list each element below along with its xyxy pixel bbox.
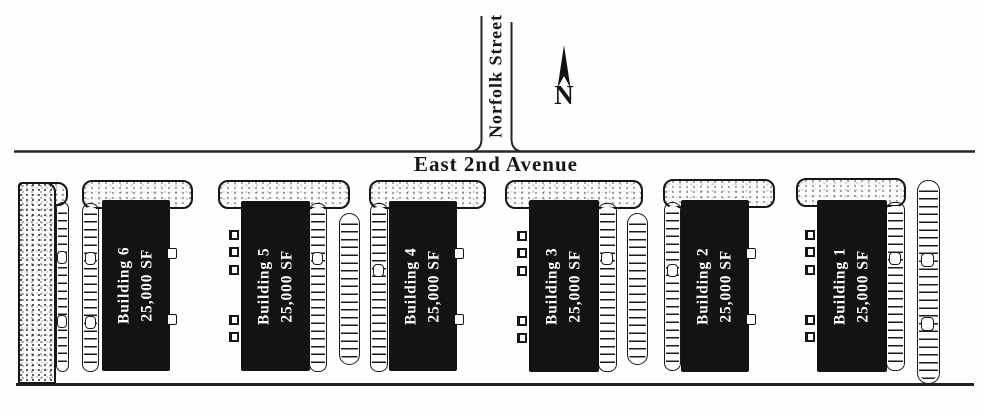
building-6-name: Building 6 xyxy=(115,246,133,325)
dock-marker xyxy=(229,332,239,342)
dock-marker xyxy=(805,315,815,325)
parking-island xyxy=(921,253,934,267)
dock-marker xyxy=(517,266,527,276)
norfolk-street-label: Norfolk Street xyxy=(485,13,506,139)
entry-tab xyxy=(454,248,464,259)
entry-tab xyxy=(746,248,756,259)
parking-island xyxy=(312,252,323,265)
building-3-area: 25,000 SF xyxy=(567,249,584,323)
parking-island xyxy=(85,252,96,265)
building-5-area: 25,000 SF xyxy=(278,249,296,323)
north-arrow-icon xyxy=(557,45,571,88)
dock-marker xyxy=(229,315,239,325)
building-3-label: Building 3 25,000 SF xyxy=(541,247,588,325)
building-2-name: Building 2 xyxy=(694,247,712,325)
norfolk-street-east-edge xyxy=(510,22,522,153)
building-1: Building 1 25,000 SF xyxy=(817,200,887,372)
building-4-label: Building 4 25,000 SF xyxy=(400,247,447,325)
building-5: Building 5 25,000 SF xyxy=(241,201,310,371)
building-2-label: Building 2 25,000 SF xyxy=(692,247,739,325)
building-4: Building 4 25,000 SF xyxy=(389,201,457,371)
parking-rack xyxy=(309,203,327,372)
parking-rack xyxy=(56,202,69,372)
building-1-name: Building 1 xyxy=(831,247,849,325)
building-1-area: 25,000 SF xyxy=(855,249,872,323)
parking-island xyxy=(921,317,934,331)
parking-rack xyxy=(886,202,905,371)
building-1-label: Building 1 25,000 SF xyxy=(829,247,876,325)
building-5-name: Building 5 xyxy=(255,247,273,325)
norfolk-street-west-edge xyxy=(471,16,483,153)
entry-tab xyxy=(454,314,464,325)
parking-island xyxy=(373,264,384,277)
undeveloped-parcel xyxy=(18,182,56,384)
parking-island xyxy=(667,264,678,277)
parking-island xyxy=(57,251,67,264)
parking-island-rack xyxy=(627,213,648,365)
building-6-area: 25,000 SF xyxy=(139,249,156,322)
building-6-label: Building 6 25,000 SF xyxy=(113,247,160,325)
parking-island xyxy=(85,316,96,329)
north-label: N xyxy=(554,80,574,110)
building-4-name: Building 4 xyxy=(402,247,420,325)
entry-tab xyxy=(167,314,177,325)
dock-marker xyxy=(229,247,239,257)
dock-marker xyxy=(517,231,527,241)
parking-island xyxy=(601,252,613,265)
parking-rack xyxy=(370,203,388,372)
parking-island-rack xyxy=(339,213,360,365)
dock-marker xyxy=(517,248,527,258)
building-3: Building 3 25,000 SF xyxy=(529,200,599,372)
entry-tab xyxy=(167,248,177,259)
building-5-label: Building 5 25,000 SF xyxy=(252,247,299,325)
building-4-area: 25,000 SF xyxy=(426,249,443,323)
building-2: Building 2 25,000 SF xyxy=(681,200,749,372)
parking-island xyxy=(57,315,67,328)
entry-tab xyxy=(746,314,756,325)
dock-marker xyxy=(229,230,239,240)
building-6: Building 6 25,000 SF xyxy=(102,200,170,371)
east-2nd-avenue-label: East 2nd Avenue xyxy=(414,152,578,176)
parking-rack xyxy=(82,203,99,372)
building-2-area: 25,000 SF xyxy=(718,249,735,323)
dock-marker xyxy=(805,332,815,342)
dock-marker xyxy=(805,230,815,240)
dock-marker xyxy=(229,265,239,275)
boundary-parking-rack xyxy=(917,180,940,384)
dock-marker xyxy=(805,265,815,275)
dock-marker xyxy=(805,247,815,257)
parking-island xyxy=(889,252,901,265)
parking-rack xyxy=(598,203,617,372)
dock-marker xyxy=(517,333,527,343)
parking-rack xyxy=(664,202,681,371)
building-3-name: Building 3 xyxy=(543,247,561,325)
dock-marker xyxy=(517,316,527,326)
